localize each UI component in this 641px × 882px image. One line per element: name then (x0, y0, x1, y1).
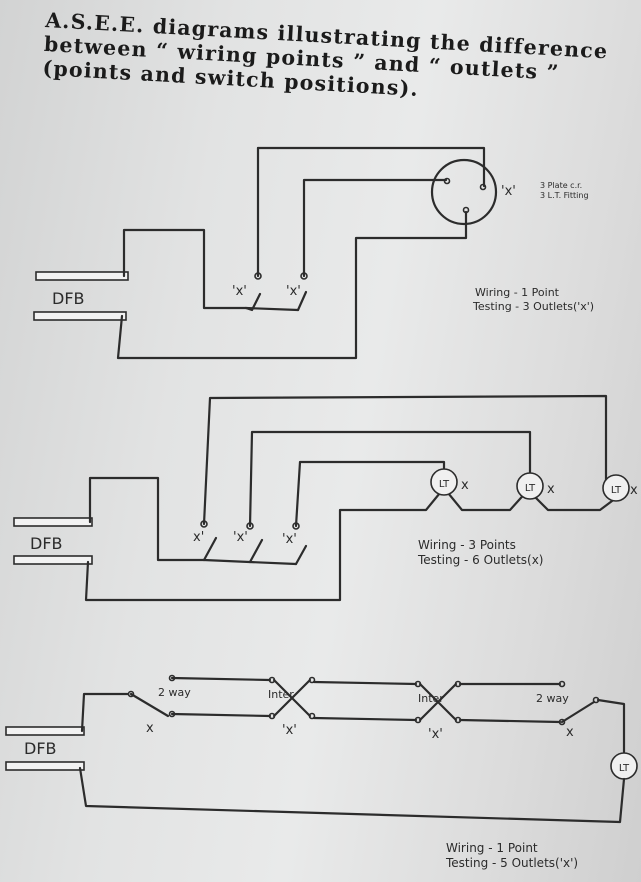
dfb-label: DFB (30, 534, 63, 553)
strap-wire-bottom-1 (170, 712, 272, 718)
wiring-caption: Wiring - 1 Point (446, 841, 538, 855)
fitting-terminal (479, 183, 487, 191)
dfb-label: DFB (24, 739, 57, 758)
fitting-terminal (462, 206, 470, 214)
switch-2-to-fitting (302, 178, 448, 278)
fitting-note-2: 3 L.T. Fitting (540, 191, 589, 200)
switch-terminal (168, 674, 176, 682)
lamp-2 (516, 472, 544, 500)
testing-caption: Testing - 3 Outlets('x') (472, 300, 594, 313)
switch-2-label: Inter (268, 688, 294, 701)
wiring-caption: Wiring - 3 Points (418, 538, 516, 552)
intermediate-1-cross-b (272, 678, 312, 718)
switch-3-blade (294, 544, 308, 566)
dfb-busbar-top (35, 271, 129, 281)
dfb-busbar-top (5, 726, 85, 736)
two-way-2-blade (560, 700, 596, 724)
diagram-2: DFB LT LT LT x x x x' 'x' 'x' Wiring - 3… (13, 394, 638, 602)
switch-terminal (127, 690, 135, 698)
dfb-busbar-top (13, 517, 93, 527)
switch-2-blade (248, 538, 264, 564)
switch-2-to-lamp-2 (248, 430, 532, 528)
outlet-mark-2: 'x' (282, 723, 297, 738)
switch-2-terminal (300, 272, 308, 280)
outlet-mark-3: 'x' (428, 727, 443, 742)
switch-1-label: 2 way (158, 686, 191, 699)
lamp-1-label: LT (439, 479, 450, 490)
lamp-3-mark: x (630, 483, 638, 498)
switch-1-to-lamp-3 (202, 394, 608, 526)
lamp-2-mark: x (547, 482, 555, 497)
switch-4-label: 2 way (536, 692, 569, 705)
switch-2-mark: 'x' (233, 530, 248, 545)
switch-1-mark: 'x' (232, 284, 247, 299)
dfb-busbar-bottom (5, 761, 85, 771)
switch-terminal (168, 710, 176, 718)
fitting-terminal (443, 177, 451, 185)
switch-1-blade (202, 536, 218, 562)
switch-to-lamp-wire (596, 698, 626, 754)
fitting-mark: 'x' (501, 184, 516, 199)
diagram-3: DFB LT 2 way Inter Inter (5, 674, 638, 870)
dfb-busbar-bottom (13, 555, 93, 565)
switch-3-to-lamp-1 (294, 460, 446, 528)
switch-2-blade (296, 290, 308, 312)
testing-caption: Testing - 5 Outlets('x') (445, 856, 578, 870)
lamp-label: LT (619, 763, 630, 774)
dfb-busbar-bottom (33, 311, 127, 321)
strap-wire-bottom-2 (312, 716, 418, 722)
feed-wire (122, 228, 248, 310)
outlet-mark-1: x (146, 721, 154, 736)
feed-wire (80, 692, 130, 733)
lamp-2-label: LT (525, 483, 536, 494)
switch-2-mark: 'x' (286, 284, 301, 299)
strap-wire-top-1 (170, 676, 272, 682)
return-wire (116, 210, 468, 360)
switch-1-to-fitting (256, 146, 486, 188)
switch-3-mark: 'x' (282, 532, 297, 547)
diagram-1: DFB 'x' 'x' 'x' 3 Plate c.r. 3 L.T. Fitt… (33, 146, 594, 360)
lamp-1 (430, 468, 458, 496)
return-wire (78, 766, 626, 824)
ceiling-fitting-plate (430, 158, 498, 226)
switch-common-wire (244, 306, 300, 312)
testing-caption: Testing - 6 Outlets(x) (417, 553, 544, 567)
switch-terminal (558, 680, 566, 688)
switch-terminal (308, 712, 316, 720)
fitting-note-1: 3 Plate c.r. (540, 181, 582, 190)
switch-2-terminal (246, 522, 254, 530)
switch-terminal (558, 718, 566, 726)
two-way-1-blade (129, 692, 170, 718)
lamp-1-mark: x (461, 478, 469, 493)
switch-3-terminal (292, 522, 300, 530)
wiring-caption: Wiring - 1 Point (475, 286, 560, 299)
return-wire (84, 486, 618, 602)
lamp-3-label: LT (611, 485, 622, 496)
switch-3-label: Inter (418, 692, 444, 705)
lamp-3 (602, 474, 630, 502)
feed-wire (88, 476, 206, 562)
switch-1-terminal (254, 272, 262, 280)
intermediate-2-cross-b (418, 682, 458, 722)
switch-1-mark: x' (193, 530, 204, 545)
dfb-label: DFB (52, 289, 85, 308)
switch-terminal (308, 676, 316, 684)
outlet-mark-4: x (566, 725, 574, 740)
switch-1-terminal (200, 520, 208, 528)
strap-wire-bottom-3 (458, 718, 562, 724)
strap-wire-top-2 (312, 680, 418, 686)
